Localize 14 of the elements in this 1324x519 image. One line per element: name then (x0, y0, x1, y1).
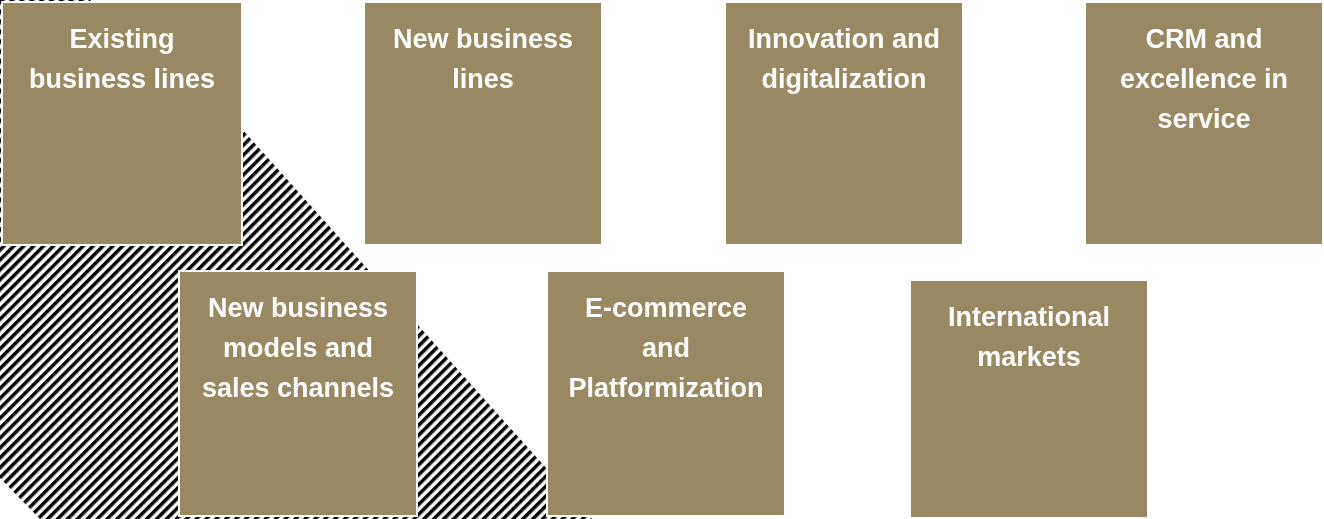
topic-box (909, 279, 1149, 519)
topic-box (1084, 1, 1324, 246)
box-title: New business lines (391, 23, 575, 96)
topic-box (724, 1, 964, 246)
box-title: CRM and excellence in service (1118, 23, 1290, 136)
box-title: International markets (947, 301, 1111, 374)
box-title: Innovation and digitalization (747, 23, 941, 96)
box-title: New business models and sales channels (200, 292, 396, 405)
box-title: Existing business lines (27, 23, 217, 96)
box-title: E-commerce and Platformization (567, 292, 765, 405)
topic-box (546, 270, 786, 517)
topic-box (363, 1, 603, 246)
topic-box (1, 1, 243, 246)
topic-box (178, 270, 418, 517)
